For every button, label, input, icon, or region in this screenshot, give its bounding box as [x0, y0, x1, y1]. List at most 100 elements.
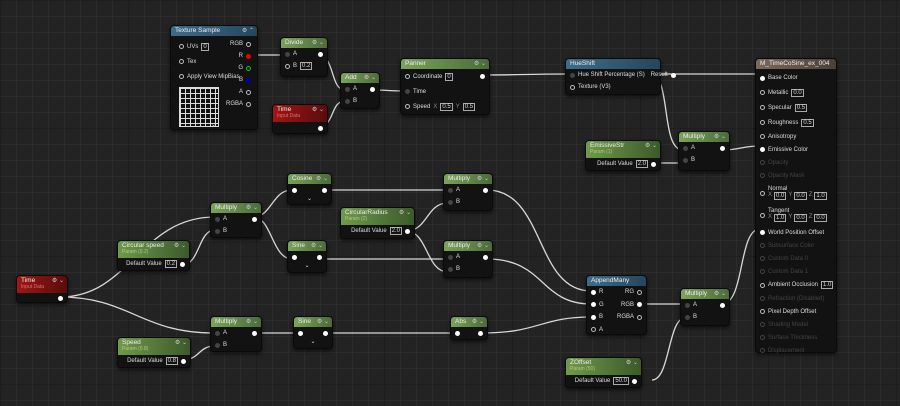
collapse-icon[interactable]: ⚙ ⌄	[476, 176, 489, 182]
pin-b[interactable]: B	[353, 98, 358, 104]
pin-a[interactable]: A	[456, 187, 461, 193]
collapse-icon[interactable]: ⚙ ⌄	[473, 61, 486, 67]
pin-b[interactable]: B	[238, 77, 243, 83]
pin-g[interactable]: G	[238, 65, 243, 71]
tangent-x[interactable]: 1.0	[774, 214, 787, 222]
default-value-input[interactable]: 2.0	[389, 227, 402, 235]
collapse-icon[interactable]: ⚙ ⌄	[644, 143, 657, 149]
pin-specular[interactable]: Specular	[768, 104, 792, 111]
pin-rgba[interactable]: RGBA	[616, 314, 634, 321]
pin-normal[interactable]: Normal	[768, 186, 788, 192]
pin-b[interactable]: B	[599, 314, 604, 321]
collapse-icon[interactable]: ⚙ ⌄	[173, 243, 186, 249]
pin-coordinate[interactable]: Coordinate	[413, 73, 443, 80]
pin-a[interactable]: A	[223, 216, 228, 222]
pin-b[interactable]: B	[691, 157, 696, 163]
pin-emissive-color[interactable]: Emissive Color	[768, 146, 809, 153]
pin-metallic[interactable]: Metallic	[768, 89, 789, 96]
cosine-node[interactable]: Cosine⚙ ⌄ ⌄	[287, 173, 332, 205]
pin-speed[interactable]: Speed	[413, 103, 431, 110]
metallic-value[interactable]: 0.0	[791, 88, 804, 97]
multiply-sin-node[interactable]: Multiply⚙ ⌄ A B	[443, 240, 493, 278]
pin-pixel-depth-offset[interactable]: Pixel Depth Offset	[768, 308, 817, 315]
specular-value[interactable]: 0.5	[794, 103, 808, 112]
pin-b[interactable]: B	[456, 266, 461, 272]
pin-base-color[interactable]: Base Color	[768, 75, 798, 81]
pin-a[interactable]: A	[353, 86, 358, 92]
pin-r[interactable]: R	[238, 53, 243, 59]
pin-rgba[interactable]: RGBA	[225, 101, 243, 107]
pin-b[interactable]: B	[293, 63, 298, 69]
speed-x-value[interactable]: 0.5	[440, 102, 453, 111]
multiply-cos-node[interactable]: Multiply⚙ ⌄ A B	[443, 173, 493, 211]
collapse-icon[interactable]: ⚙ ⌄	[363, 75, 376, 81]
expand-icon[interactable]: ⌄	[310, 339, 316, 345]
pin-a[interactable]: A	[238, 89, 243, 95]
collapse-icon[interactable]: ⚙ ⌄	[311, 40, 324, 46]
default-value-input[interactable]: 2.0	[635, 160, 648, 168]
collapse-icon[interactable]: ⚙ ⌄	[471, 319, 484, 325]
roughness-value[interactable]: 0.5	[801, 118, 814, 127]
multiply-bottom-node[interactable]: Multiply⚙ ⌄ A B	[210, 316, 262, 352]
multiply-left-node[interactable]: Multiply⚙ ⌄ A B	[210, 202, 262, 238]
pin-anisotropy[interactable]: Anisotropy	[768, 133, 797, 140]
pin-rg[interactable]: RG	[625, 289, 634, 296]
normal-y[interactable]: 0.0	[794, 192, 807, 200]
expand-icon[interactable]: ⌄	[304, 263, 310, 269]
appendmany-node[interactable]: AppendMany R G B A RG RGB RGBA	[586, 275, 647, 335]
hueshift-node[interactable]: HueShift Hue Shift Percentage (S)Result …	[565, 58, 676, 95]
sine-node-top[interactable]: Sine⚙ ⌄ ⌄	[287, 240, 327, 273]
pin-g[interactable]: G	[599, 301, 604, 308]
pin-a[interactable]: A	[691, 145, 696, 151]
pin-b[interactable]: B	[223, 342, 228, 348]
pin-result[interactable]: Result	[650, 72, 668, 78]
pin-rgb[interactable]: RGB	[620, 301, 634, 308]
default-value-input[interactable]: 50.0	[613, 377, 629, 385]
uvs-value[interactable]: 0	[201, 42, 209, 51]
b-value[interactable]: 0.2	[300, 62, 313, 70]
coordinate-value[interactable]: 0	[445, 72, 453, 81]
collapse-icon[interactable]: ⚙ ⌄	[713, 134, 726, 140]
collapse-icon[interactable]: ⚙ ⌄	[625, 360, 638, 366]
pin-b[interactable]: B	[223, 228, 228, 234]
collapse-icon[interactable]: ⚙ ⌄	[713, 291, 726, 297]
ao-value[interactable]: 1.0	[821, 281, 834, 289]
sine-node-bottom[interactable]: Sine⚙ ⌄ ⌄	[293, 316, 333, 349]
pin-time[interactable]: Time	[413, 88, 427, 95]
pin-roughness[interactable]: Roughness	[768, 119, 799, 126]
pin-a[interactable]: A	[293, 51, 298, 57]
normal-x[interactable]: 0.0	[774, 192, 787, 200]
collapse-icon[interactable]: ⚙ ⌄	[315, 176, 328, 182]
pin-r[interactable]: R	[599, 289, 604, 296]
pin-a[interactable]: A	[223, 330, 228, 336]
default-value-input[interactable]: 0.2	[164, 260, 177, 268]
pin-texture[interactable]: Texture (V3)	[578, 84, 611, 90]
pin-mipbias[interactable]: Apply View MipBias	[187, 73, 240, 80]
add-node[interactable]: Add⚙ ⌄ A B	[340, 72, 380, 109]
collapse-icon[interactable]: ⚙ ⌄	[174, 340, 187, 346]
collapse-icon[interactable]: ⚙ ⌄	[398, 210, 411, 216]
abs-node[interactable]: Abs⚙ ⌄	[450, 316, 488, 340]
collapse-icon[interactable]: ⚙ ⌄	[51, 278, 64, 284]
collapse-icon[interactable]: ⚙ ⌄	[245, 205, 258, 211]
collapse-icon[interactable]: ⚙ ⌄	[310, 243, 323, 249]
collapse-icon[interactable]: ⚙ ⌄	[476, 243, 489, 249]
collapse-icon[interactable]: ⚙ ⌄	[311, 107, 324, 113]
speed-y-value[interactable]: 0.5	[462, 102, 476, 111]
collapse-icon[interactable]: ⚙ ⌃	[241, 28, 254, 34]
tangent-y[interactable]: 0.0	[794, 214, 807, 222]
pin-b[interactable]: B	[693, 314, 698, 320]
expand-icon[interactable]: ⌄	[211, 122, 217, 128]
multiply-wpo-node[interactable]: Multiply⚙ ⌄ A B	[680, 288, 730, 326]
tangent-z[interactable]: 0.0	[814, 214, 827, 222]
